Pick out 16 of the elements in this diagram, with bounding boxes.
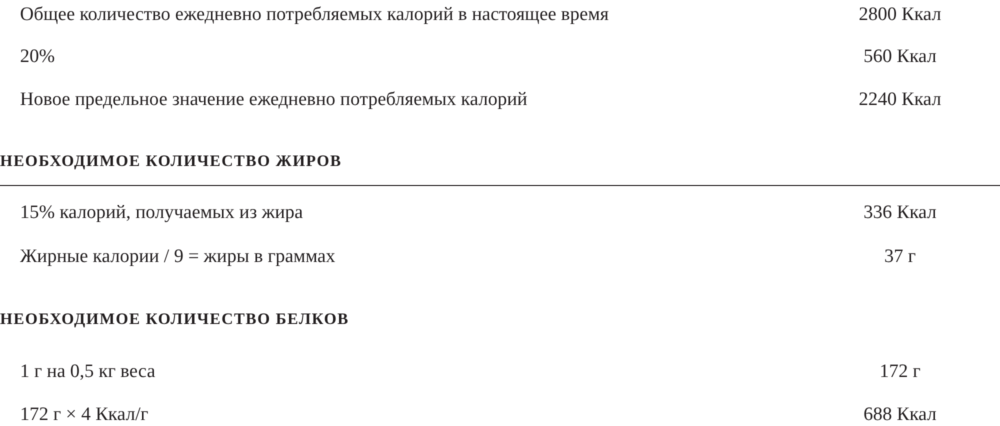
- value-cell-text: 336 Ккал: [862, 201, 938, 225]
- row-label: 20%: [20, 45, 55, 69]
- value-cell-text: 172 г: [878, 360, 922, 384]
- value-cell-text: 688 Ккал: [862, 403, 938, 426]
- row-label: 172 г × 4 Ккал/г: [20, 403, 148, 426]
- value-cell-text: 560 Ккал: [862, 45, 938, 69]
- row-label: 15% калорий, получаемых из жира: [20, 201, 303, 225]
- value-cell-text: 2240 Ккал: [858, 88, 942, 112]
- row-label: Новое предельное значение ежедневно потребляемых калорий: [20, 88, 528, 112]
- row-label: 1 г на 0,5 кг веса: [20, 360, 156, 384]
- section-heading: НЕОБХОДИМОЕ КОЛИЧЕСТВО БЕЛКОВ: [0, 310, 350, 330]
- row-label: Общее количество ежедневно потребляемых калорий в настоящее время: [20, 3, 609, 27]
- section-heading: НЕОБХОДИМОЕ КОЛИЧЕСТВО ЖИРОВ: [0, 152, 342, 172]
- row-label: Жирные калории / 9 = жиры в граммах: [20, 245, 336, 269]
- value-cell-text: 2800 Ккал: [858, 3, 942, 27]
- value-cell-text: 37 г: [883, 245, 917, 269]
